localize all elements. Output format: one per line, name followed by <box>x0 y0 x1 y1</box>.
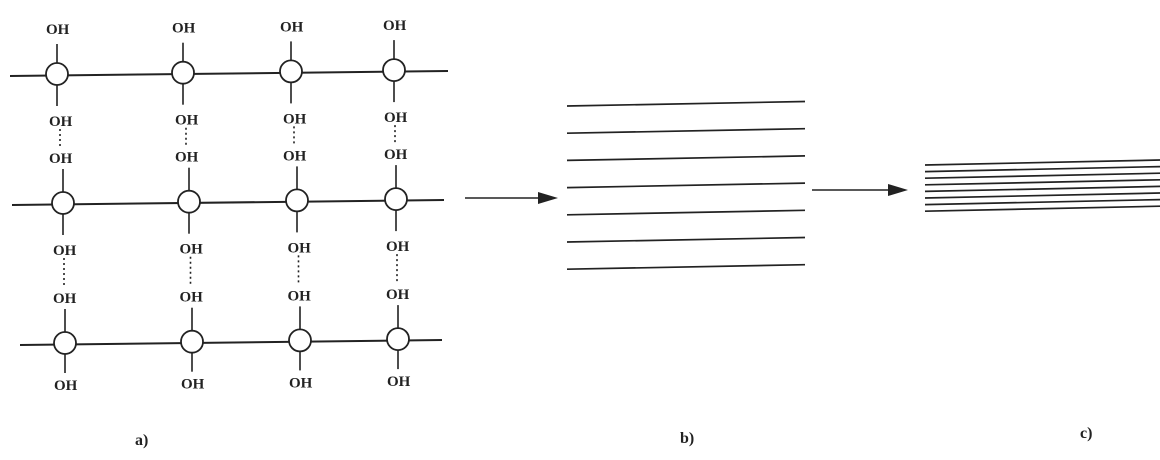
glucose-unit-node <box>288 328 312 353</box>
transition-arrow-b-to-c <box>812 184 908 196</box>
compacted-sheet-line <box>924 178 1160 186</box>
hydroxyl-label-bottom-2-1: OH <box>181 377 205 393</box>
hydroxyl-label-upper-1-3: OH <box>386 287 410 303</box>
polymer-chain <box>9 70 449 77</box>
compacted-sheet-line <box>924 165 1160 173</box>
separated-sheet-line <box>566 127 806 135</box>
compacted-sheet-line <box>924 192 1160 199</box>
panel-c-compacted-sheets <box>924 159 1160 213</box>
polymer-chain <box>11 199 445 206</box>
hydroxyl-label-lower-0-1: OH <box>175 113 199 129</box>
hydroxyl-label-top-0-0: OH <box>46 22 70 38</box>
glucose-unit-node <box>180 329 204 354</box>
hydroxyl-label-top-0-3: OH <box>383 18 407 34</box>
compacted-sheet-line <box>924 198 1160 206</box>
glucose-unit-node <box>51 191 75 215</box>
separated-sheet-line <box>566 182 806 189</box>
panel-label-c: c) <box>1080 425 1092 442</box>
glucose-unit-node <box>177 189 201 214</box>
hydroxyl-label-lower-1-3: OH <box>386 239 410 255</box>
hydroxyl-label-upper-1-2: OH <box>288 288 312 304</box>
compacted-sheet-line <box>924 205 1160 213</box>
panel-a-hydroxyl-network: OH OH OH OH OH OH OH OH OH OH OH OH OH OH OH OH OH OH OH OH… <box>9 18 449 394</box>
compacted-sheet-line <box>924 185 1160 193</box>
separated-sheet-line <box>566 263 806 271</box>
separated-sheet-line <box>566 155 806 162</box>
hydroxyl-label-upper-1-0: OH <box>53 291 77 307</box>
hydroxyl-label-top-0-2: OH <box>280 19 304 35</box>
hydroxyl-label-upper-0-2: OH <box>283 148 307 164</box>
glucose-unit-node <box>279 59 303 84</box>
transition-arrow-a-to-b <box>465 192 558 204</box>
panel-label-b: b) <box>680 430 694 447</box>
glucose-unit-node <box>382 58 406 82</box>
polymer-chain <box>19 339 443 346</box>
glucose-unit-node <box>384 187 408 212</box>
glucose-unit-node <box>45 62 69 86</box>
hydroxyl-label-upper-0-0: OH <box>49 151 73 167</box>
hydroxyl-label-lower-1-1: OH <box>180 242 204 258</box>
glucose-unit-node <box>386 327 410 352</box>
hydroxyl-label-bottom-2-0: OH <box>54 378 78 394</box>
glucose-unit-node <box>285 188 309 213</box>
separated-sheet-line <box>566 209 806 216</box>
hydroxyl-label-lower-0-0: OH <box>49 114 73 130</box>
hydroxyl-label-bottom-2-3: OH <box>387 374 411 390</box>
hydroxyl-label-lower-1-2: OH <box>288 240 312 256</box>
separated-sheet-line <box>566 236 806 243</box>
panel-b-separated-sheets <box>566 100 806 271</box>
glucose-unit-node <box>53 331 77 355</box>
hydroxyl-label-upper-0-1: OH <box>175 150 199 166</box>
separated-sheet-line <box>566 100 806 107</box>
hydroxyl-label-lower-1-0: OH <box>53 243 77 259</box>
hydroxyl-label-upper-0-3: OH <box>384 147 408 163</box>
panel-label-a: a) <box>135 432 148 449</box>
compacted-sheet-line <box>924 172 1160 180</box>
glucose-unit-node <box>171 60 195 85</box>
hydroxyl-label-lower-0-2: OH <box>283 111 307 127</box>
compacted-sheet-line <box>924 159 1160 166</box>
hydroxyl-label-top-0-1: OH <box>172 21 196 37</box>
hydroxyl-label-bottom-2-2: OH <box>289 375 313 391</box>
hydroxyl-label-lower-0-3: OH <box>384 110 408 126</box>
hydroxyl-label-upper-1-1: OH <box>180 290 204 306</box>
